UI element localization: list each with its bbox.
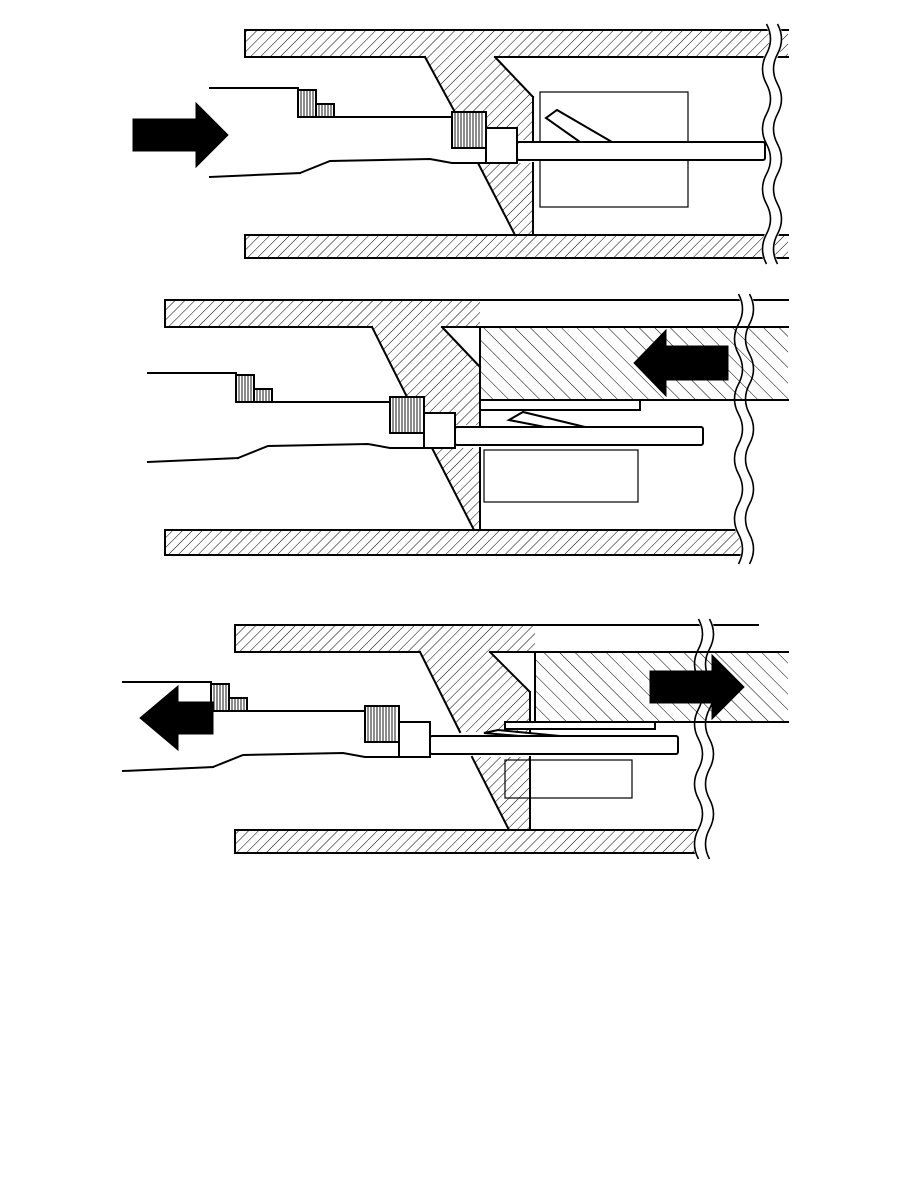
break-line-right <box>772 23 783 265</box>
retainer-tab <box>398 721 431 758</box>
housing-bottom-wall <box>165 530 744 555</box>
insulation-crimp-b-serrations <box>231 699 245 710</box>
locking-lance-depressed <box>506 410 586 428</box>
wire-leads <box>208 87 302 179</box>
wire-crimp-serrations <box>367 707 396 741</box>
housing-outline <box>244 29 789 259</box>
connector-housing <box>164 290 789 568</box>
tool-insert-arrow-icon <box>633 328 729 398</box>
terminal <box>121 681 679 773</box>
insulation-crimp-a-serrations <box>300 91 314 116</box>
housing-lock-wedge-lower <box>478 163 533 235</box>
housing-top-wall <box>165 300 480 327</box>
housing-top-wall <box>235 625 535 652</box>
tool-tip <box>504 721 656 730</box>
panel-removal-tool-engaged <box>146 290 789 568</box>
wire-crimp <box>389 396 425 434</box>
insert-arrow-icon <box>132 101 229 169</box>
tool-tip <box>479 399 641 411</box>
break-line-left <box>761 23 772 265</box>
panel-terminal-withdrawn <box>121 615 789 863</box>
wire-leads <box>146 372 240 464</box>
housing-bottom-wall <box>245 235 788 258</box>
insulation-crimp-b-serrations <box>256 390 270 401</box>
removal-tool <box>504 651 789 730</box>
housing-lock-wedge-lower <box>472 757 530 830</box>
cavity-profile <box>504 759 633 799</box>
wire-crimp <box>451 111 487 149</box>
wire-crimp-serrations <box>454 113 483 147</box>
tool-withdraw-arrow-icon <box>649 653 745 721</box>
removal-tool <box>479 326 789 411</box>
wire-crimp-serrations <box>392 398 421 432</box>
housing-lock-wedge-lower <box>432 448 480 530</box>
insulation-crimp-b-serrations <box>318 105 332 116</box>
terminal-blade <box>516 141 766 161</box>
terminal-blade <box>454 426 704 446</box>
housing-bottom-wall <box>235 830 706 853</box>
terminal-body-outline <box>211 710 400 769</box>
insulation-crimp-a-serrations <box>213 685 227 710</box>
housing-top-wall <box>245 30 788 57</box>
locking-lance-up <box>544 108 616 143</box>
retainer-tab <box>485 127 518 164</box>
terminal-blade <box>429 735 679 755</box>
terminal-removal-arrow-icon <box>139 684 214 752</box>
terminal-body-outline <box>236 401 425 460</box>
housing-lock-wedge-upper <box>372 327 480 425</box>
wire-crimp <box>364 705 400 743</box>
housing-lock-wedge-upper <box>425 57 533 140</box>
cavity-profile <box>483 449 639 503</box>
retainer-tab <box>423 412 456 449</box>
terminal <box>208 87 766 179</box>
insulation-crimp-a-serrations <box>238 376 252 401</box>
terminal-body-outline <box>298 116 487 175</box>
housing-lock-wedge-upper <box>420 652 530 732</box>
terminal <box>146 372 704 464</box>
wire-leads <box>121 681 215 773</box>
break-mask <box>761 20 783 268</box>
housing-outline <box>234 624 759 854</box>
connector-housing <box>244 20 789 268</box>
panel-terminal-inserted <box>132 20 789 268</box>
